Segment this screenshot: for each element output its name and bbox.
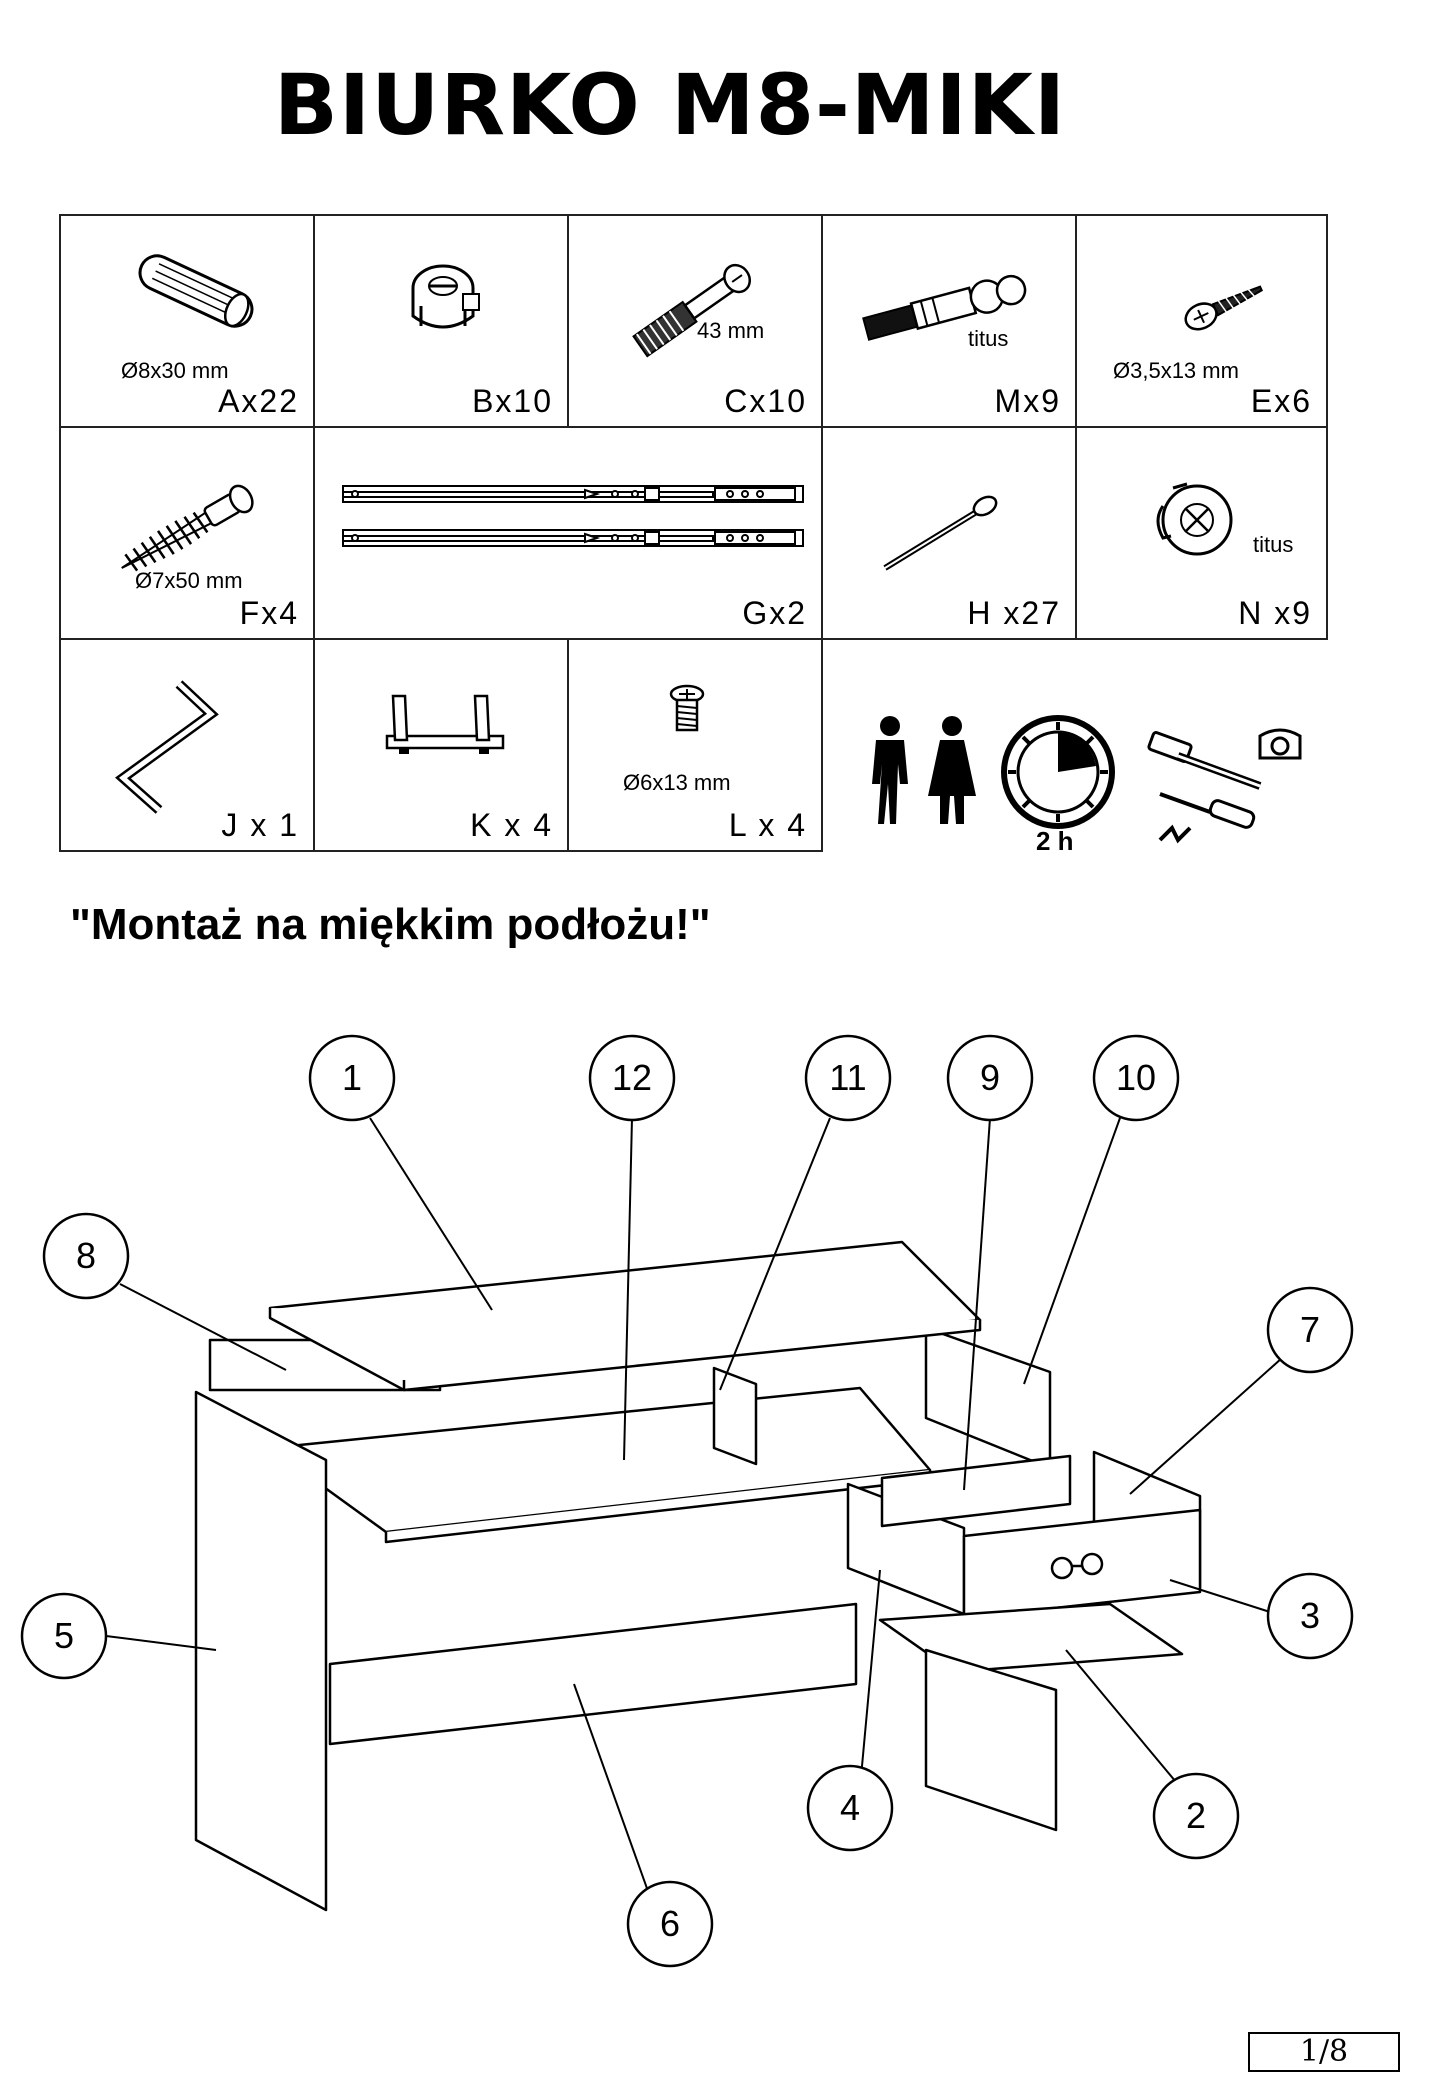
soft-surface-warning: "Montaż na miękkim podłożu!" [70,900,711,949]
part-cell-j: J x 1 [59,638,315,852]
part-c-quantity: Cx10 [724,383,807,419]
part-j-quantity: J x 1 [221,807,299,843]
cam-lock-icon [411,264,480,329]
callout-9 [946,1034,1034,1122]
callout-12 [588,1034,676,1122]
part-cell-m: titus Mx9 [821,214,1077,428]
callout-6 [626,1880,714,1968]
part-b-quantity: Bx10 [472,383,553,419]
part-f-dimension: Ø7x50 mm [135,568,243,593]
two-people-icon [872,716,976,824]
part-l-quantity: L x 4 [728,807,807,843]
nail-icon [883,495,998,571]
callout-label-9: 9 [980,1057,1000,1098]
part-e-dimension: Ø3,5x13 mm [1113,358,1239,383]
part-n-quantity: N x9 [1238,595,1312,631]
wooden-dowel-icon [138,254,254,328]
document-title: BIURKO M8-MIKI [273,56,1067,154]
part-cell-a: Ø8x30 mm Ax22 [59,214,315,428]
callout-1 [308,1034,396,1122]
exploded-desk-diagram: 1 12 11 9 10 8 7 5 3 4 2 6 [20,1034,1354,1968]
clock-icon [1001,715,1115,829]
callout-label-6: 6 [660,1903,680,1944]
screw-icon [1184,285,1264,331]
confirmat-screw-icon [121,484,254,572]
callout-label-3: 3 [1300,1595,1320,1636]
part-e-quantity: Ex6 [1250,383,1312,419]
part-5-left-side [194,1390,328,1912]
furniture-glide-icon [385,694,505,754]
callout-10 [1092,1034,1180,1122]
part-n-brand: titus [1253,532,1294,557]
titus-bolt-icon [862,274,1027,341]
part-10-side-panel [924,1326,1052,1470]
callout-7 [1266,1286,1354,1374]
titus-cam-icon [1156,482,1233,556]
part-m-brand: titus [968,326,1009,351]
callout-8 [42,1212,130,1300]
handle-screw-icon [669,684,705,732]
part-k-quantity: K x 4 [470,807,553,843]
part-a-dimension: Ø8x30 mm [121,358,229,383]
callout-5 [20,1592,108,1680]
callout-label-5: 5 [54,1615,74,1656]
callout-3 [1266,1572,1354,1660]
callout-label-10: 10 [1116,1057,1156,1098]
assembly-info: 2 h [860,700,1320,860]
part-cell-c: 43 mm Cx10 [567,214,823,428]
part-l-dimension: Ø6x13 mm [623,770,731,795]
part-g-quantity: Gx2 [742,595,807,631]
callout-label-2: 2 [1186,1795,1206,1836]
callout-11 [804,1034,892,1122]
allen-key-icon [115,680,219,814]
part-cell-h: H x27 [821,426,1077,640]
part-11-divider [712,1366,758,1466]
part-cell-n: titus N x9 [1075,426,1328,640]
callout-label-1: 1 [342,1057,362,1098]
drawer-slide-icon [342,485,804,547]
callout-2 [1152,1772,1240,1860]
part-h-quantity: H x27 [967,595,1061,631]
part-cell-f: Ø7x50 mm Fx4 [59,426,315,640]
part-m-quantity: Mx9 [994,383,1061,419]
parts-table: Ø8x30 mm Ax22 Bx10 43 mm Cx10 [59,214,1328,854]
part-c-dimension: 43 mm [697,318,765,343]
callout-label-11: 11 [829,1057,866,1098]
callout-4 [806,1764,894,1852]
tools-icon [1147,728,1302,844]
part-9-drawer-back [880,1454,1072,1528]
part-f-quantity: Fx4 [239,595,299,631]
part-cell-b: Bx10 [313,214,569,428]
part-cell-g: Gx2 [313,426,823,640]
page-number: 1/8 [1248,2032,1400,2072]
part-cell-l: Ø6x13 mm L x 4 [567,638,823,852]
drawer-handle-icon [1050,1556,1074,1580]
callout-label-4: 4 [840,1787,860,1828]
part-6-back-rail [328,1602,858,1746]
callout-label-8: 8 [76,1235,96,1276]
part-cell-k: K x 4 [313,638,569,852]
cam-bolt-icon [632,263,752,358]
part-a-quantity: Ax22 [218,383,299,419]
part-cell-e: Ø3,5x13 mm Ex6 [1075,214,1328,428]
assembly-time: 2 h [1036,826,1074,856]
callout-label-7: 7 [1300,1309,1320,1350]
callout-label-12: 12 [612,1057,652,1098]
